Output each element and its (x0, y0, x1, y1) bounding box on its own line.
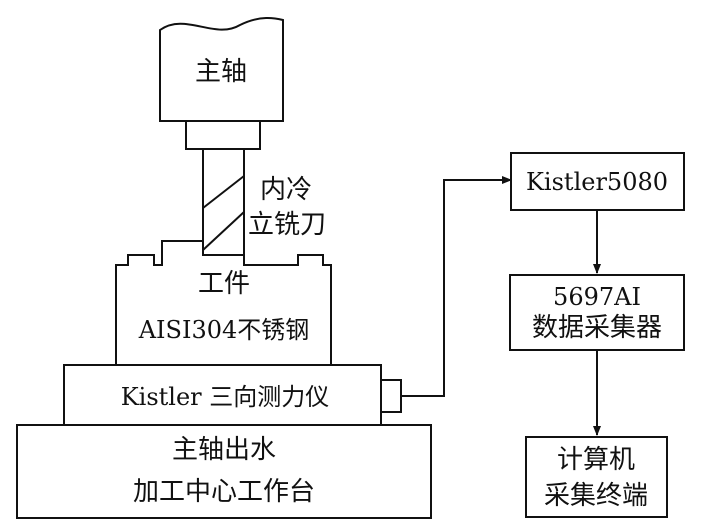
machine-label-line1: 主轴出水 (172, 435, 276, 465)
workpiece-label-line1: 工件 (198, 269, 250, 299)
data-acquisition-box (509, 274, 685, 351)
spindle-label: 主轴 (195, 57, 247, 87)
signal-cable (401, 176, 512, 397)
spindle-head (159, 17, 284, 122)
pc-label-line1: 计算机 (557, 445, 635, 475)
tool-label-line1: 内冷 (260, 175, 312, 205)
computer-terminal-box (525, 436, 668, 518)
daq-label-line2: 数据采集器 (532, 313, 662, 343)
spindle-collar (185, 120, 261, 150)
tool-label-line2: 立铣刀 (248, 210, 326, 240)
tool-flute-1 (202, 175, 245, 209)
machining-center-table (16, 424, 432, 519)
dynamometer-connector (380, 379, 402, 413)
dynamometer-label: Kistler 三向测力仪 (121, 383, 330, 411)
machine-label-line2: 加工中心工作台 (133, 477, 315, 507)
pc-label-line2: 采集终端 (544, 481, 648, 511)
workpiece (115, 240, 332, 366)
tool-flute-2 (202, 211, 245, 251)
amplifier-label: Kistler5080 (526, 168, 668, 196)
daq-label-line1: 5697AI (553, 283, 641, 311)
workpiece-label-line2: AISI304不锈钢 (138, 316, 310, 344)
